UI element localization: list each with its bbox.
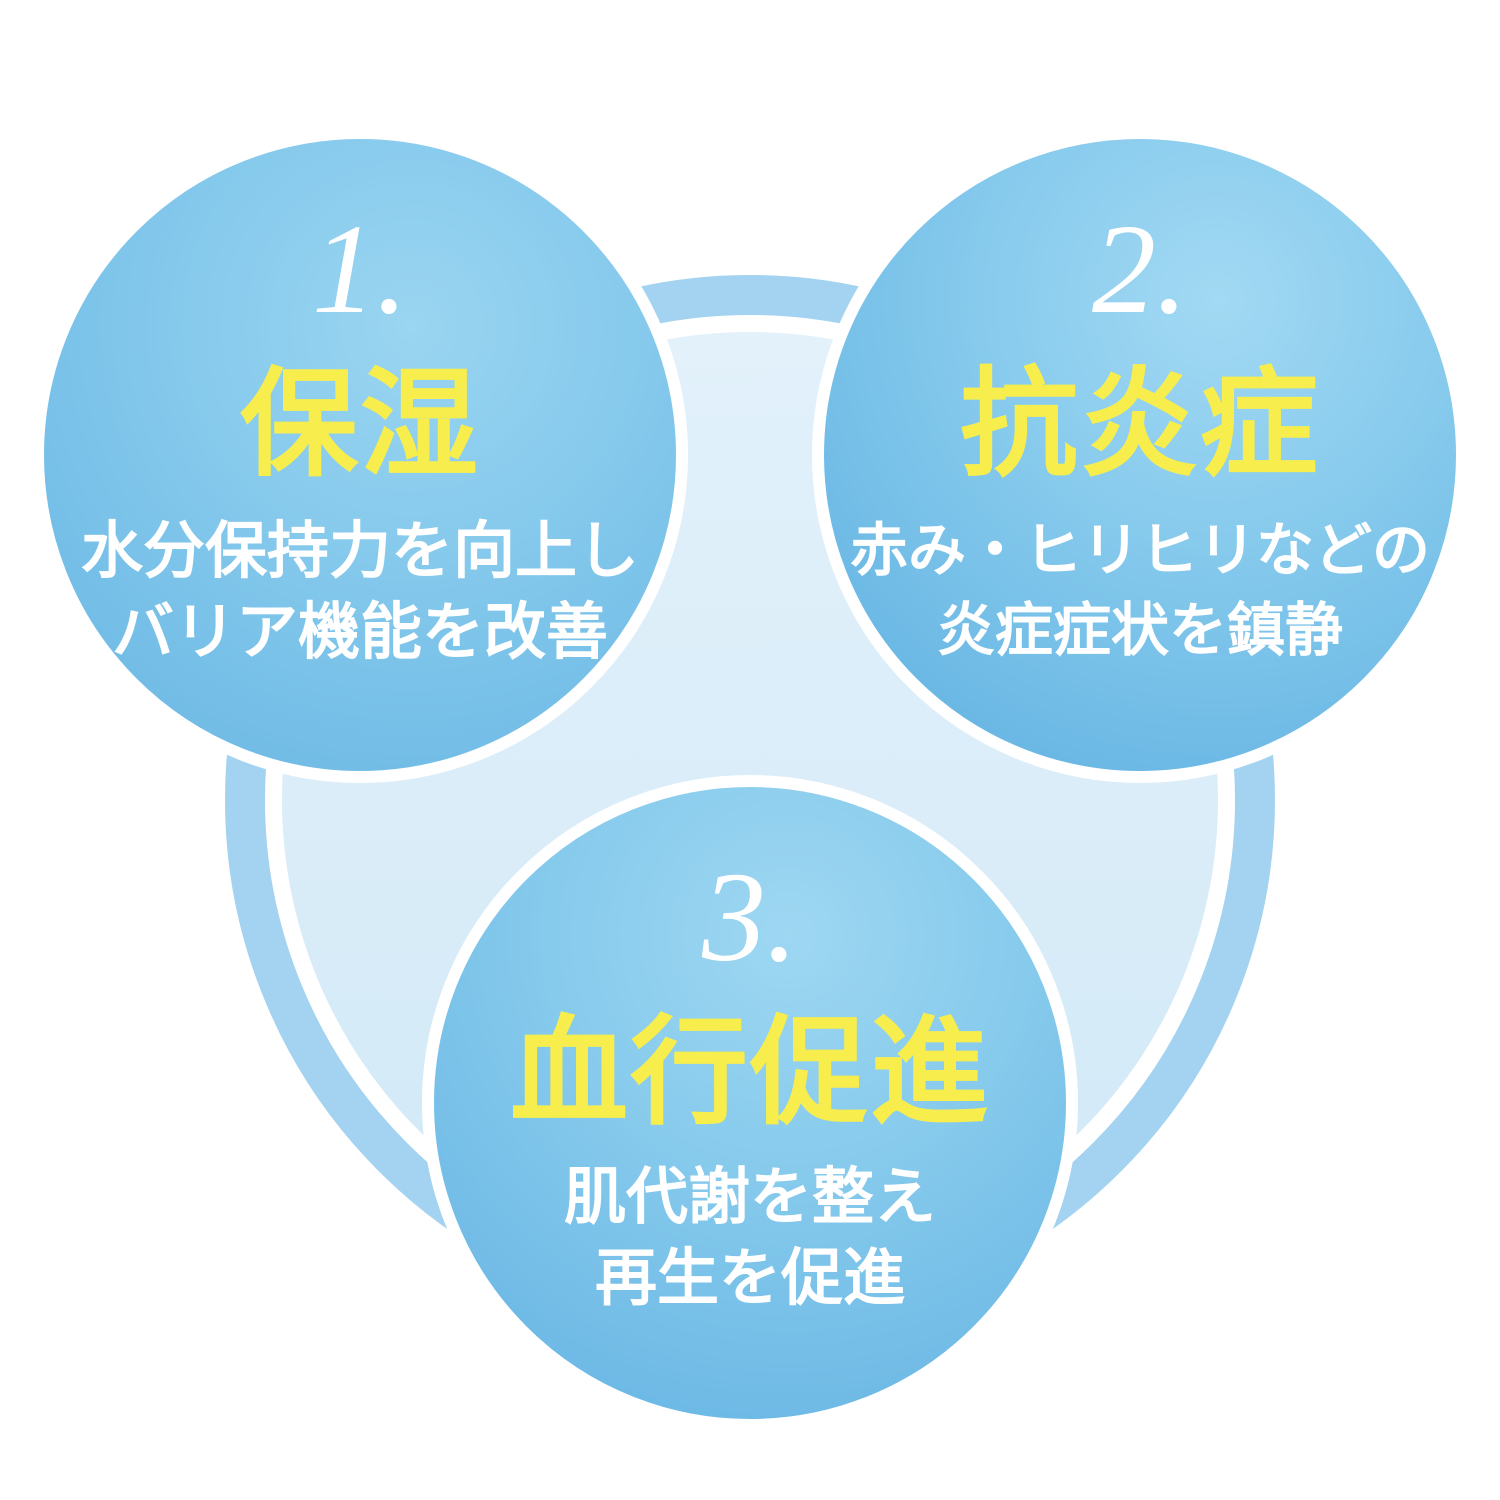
benefit-2-title: 抗炎症 (960, 355, 1320, 493)
benefit-circle-1-shape (32, 127, 688, 783)
benefit-1-title: 保湿 (240, 355, 480, 493)
benefit-circle-3-shape (422, 775, 1078, 1431)
benefit-1-description-line-2: バリア機能を改善 (112, 595, 608, 668)
benefit-circle-2[interactable]: 2. 抗炎症 赤み・ヒリヒリなどの 炎症症状を鎮静 (812, 127, 1468, 783)
benefit-2-number: 2. (1092, 198, 1188, 340)
benefit-3-description-line-1: 肌代謝を整え (564, 1160, 936, 1233)
benefit-1-number: 1. (312, 198, 408, 340)
benefit-circle-1[interactable]: 1. 保湿 水分保持力を向上し バリア機能を改善 (32, 127, 688, 783)
benefit-2-description-line-1: 赤み・ヒリヒリなどの (850, 516, 1430, 584)
benefit-circle-2-shape (812, 127, 1468, 783)
benefit-3-description-line-2: 再生を促進 (595, 1241, 905, 1314)
benefit-2-description-line-2: 炎症症状を鎮静 (937, 596, 1343, 664)
benefit-3-title: 血行促進 (510, 1003, 990, 1141)
benefit-1-description-line-1: 水分保持力を向上し (81, 514, 639, 587)
benefit-circle-3[interactable]: 3. 血行促進 肌代謝を整え 再生を促進 (422, 775, 1078, 1431)
benefit-3-number: 3. (701, 846, 798, 988)
